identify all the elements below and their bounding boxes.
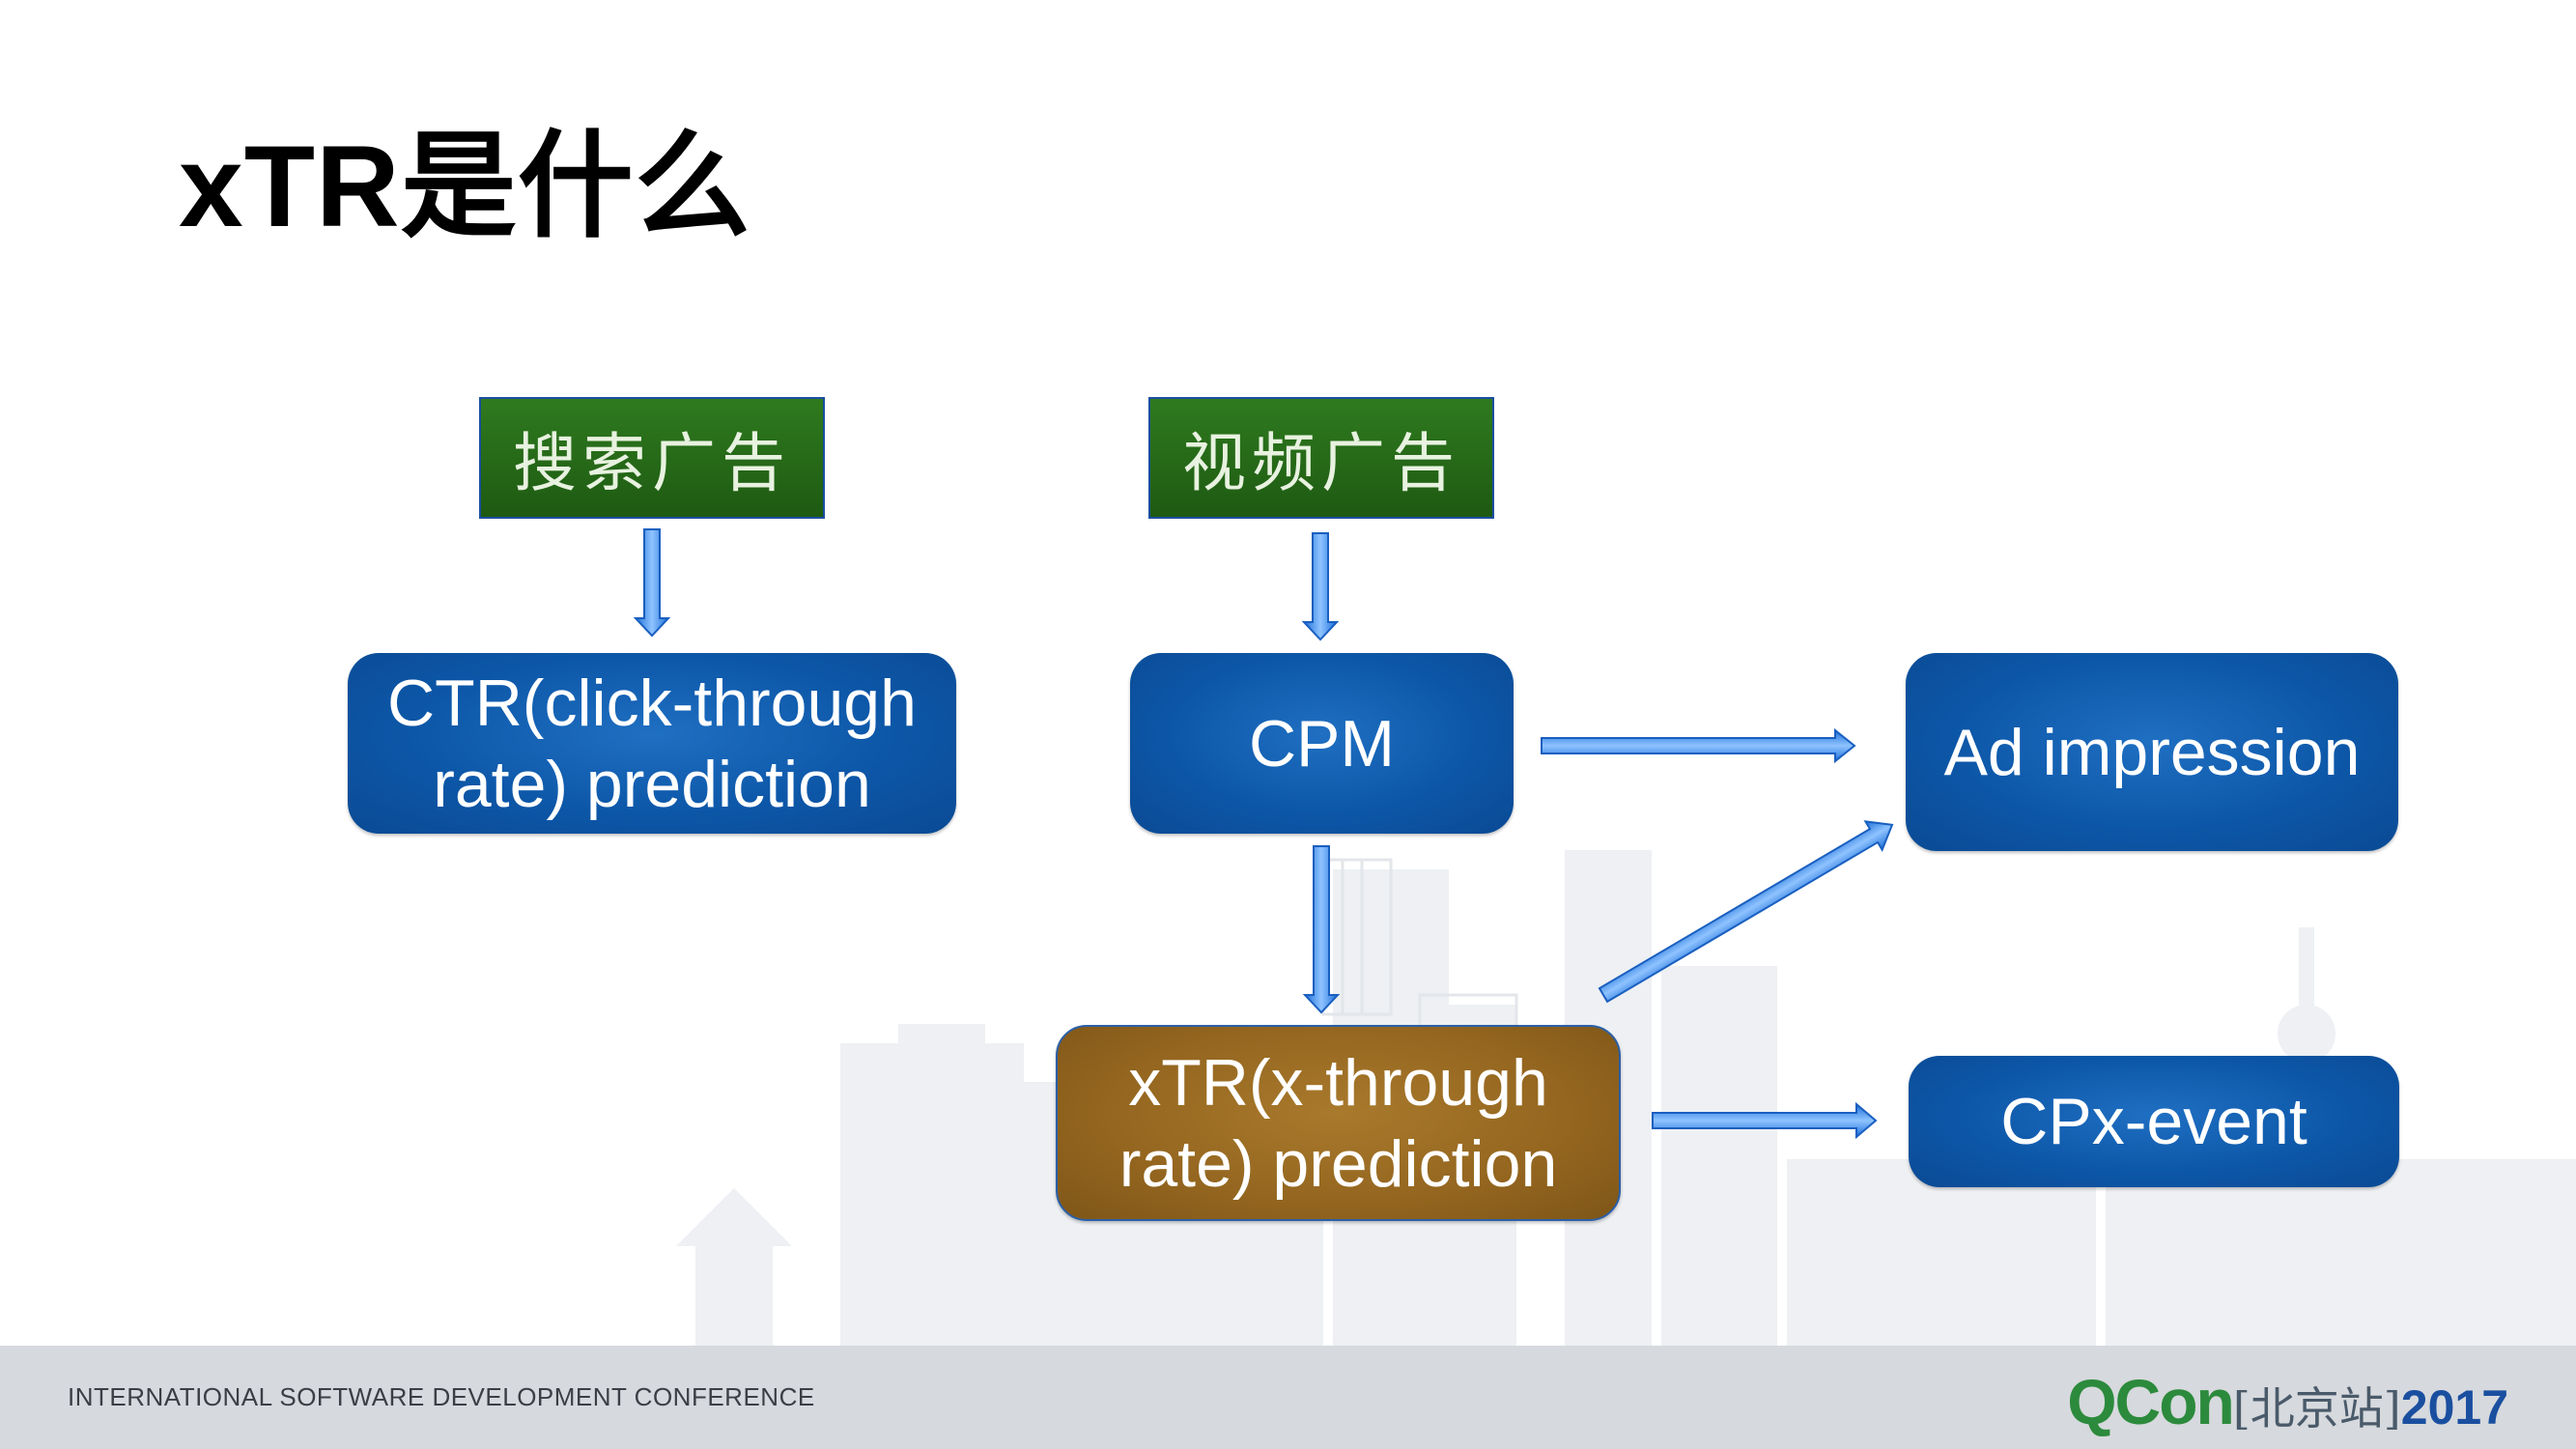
box-ctr-prediction: CTR(click-through rate) prediction <box>348 653 956 834</box>
box-cpm: CPM <box>1130 653 1514 834</box>
arrow-video-to-cpm <box>1301 532 1340 641</box>
arrow-xtr-to-impression <box>1598 820 1894 1004</box>
box-cpx-event: CPx-event <box>1909 1056 2399 1187</box>
box-xtr-label: xTR(x-through rate) prediction <box>1118 1045 1558 1201</box>
box-ad-impression-label: Ad impression <box>1943 715 2361 789</box>
box-cpx-label: CPx-event <box>2000 1085 2307 1158</box>
logo-city: [北京站] <box>2232 1382 2401 1435</box>
tag-video-ads: 视频广告 <box>1148 397 1494 519</box>
flow-arrows <box>633 528 1894 1140</box>
slide-title: xTR是什么 <box>179 122 751 251</box>
box-xtr-prediction: xTR(x-through rate) prediction <box>1056 1025 1621 1221</box>
box-ctr-label: CTR(click-through rate) prediction <box>387 666 917 821</box>
box-cpm-label: CPM <box>1248 706 1396 781</box>
box-ad-impression: Ad impression <box>1906 653 2398 851</box>
logo-brand: QCon <box>2067 1366 2235 1437</box>
footer-bar: INTERNATIONAL SOFTWARE DEVELOPMENT CONFE… <box>0 1346 2576 1449</box>
conference-name: INTERNATIONAL SOFTWARE DEVELOPMENT CONFE… <box>68 1382 815 1411</box>
arrow-cpm-to-xtr <box>1302 845 1341 1014</box>
arrow-xtr-to-cpx <box>1652 1101 1878 1140</box>
qcon-logo: QCon [北京站] 2017 <box>2067 1365 2508 1438</box>
logo-year: 2017 <box>2400 1380 2508 1435</box>
arrow-cpm-to-impression <box>1541 727 1856 764</box>
arrow-search-to-ctr <box>633 528 671 638</box>
tag-search-ads: 搜索广告 <box>479 397 825 519</box>
